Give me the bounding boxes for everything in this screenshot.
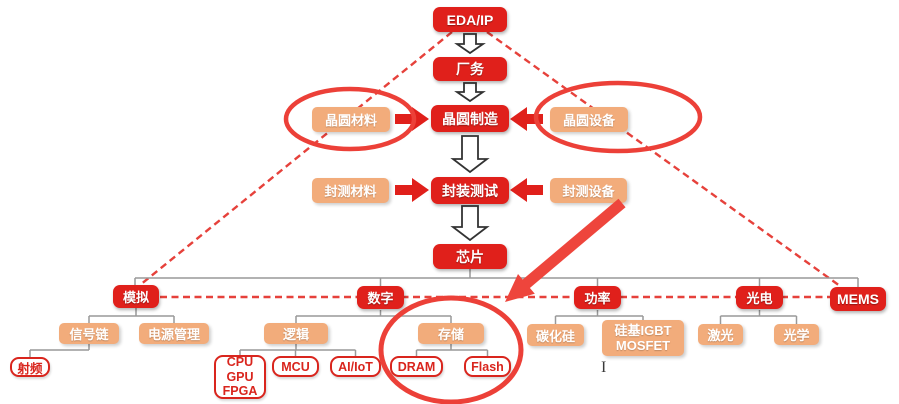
storage-children-connector: [415, 344, 489, 356]
node-packaging-material: 封测材料: [312, 178, 389, 203]
node-storage: 存储: [418, 323, 484, 344]
analog-children-connector: [88, 308, 175, 323]
node-mcu: MCU: [272, 356, 319, 377]
digital-children-connector: [295, 310, 452, 323]
node-si-igbt-mosfet: 硅基IGBT MOSFET: [602, 320, 684, 356]
node-flash: Flash: [464, 356, 511, 377]
down-arrow-icon: [454, 33, 486, 55]
highlight-ellipse-storage: [378, 295, 524, 404]
node-eda-ip: EDA/IP: [433, 7, 507, 32]
node-factory: 厂务: [433, 57, 507, 81]
node-signal-chain: 信号链: [59, 323, 119, 344]
down-arrow-icon: [454, 82, 486, 103]
node-power: 功率: [574, 286, 621, 309]
down-arrow-icon: [450, 205, 490, 242]
node-logic: 逻辑: [264, 323, 328, 344]
node-laser: 激光: [698, 324, 743, 345]
node-wafer-material: 晶圆材料: [312, 107, 390, 132]
node-rf: 射频: [10, 357, 50, 377]
node-ai-iot: AI/IoT: [330, 356, 381, 377]
node-chip: 芯片: [433, 244, 507, 269]
right-arrow-icon: [395, 107, 429, 131]
node-wafer-equipment: 晶圆设备: [550, 107, 628, 132]
node-dram: DRAM: [390, 356, 443, 377]
dashed-triangle-left-edge: [139, 31, 453, 286]
node-optics: 光学: [774, 324, 819, 345]
opto-children-connector: [719, 310, 798, 324]
signal-chain-to-rf-connector: [29, 344, 90, 357]
text-cursor: I: [601, 359, 607, 376]
right-arrow-icon: [395, 178, 429, 202]
node-packaging-equipment: 封测设备: [550, 178, 627, 203]
left-arrow-icon: [510, 107, 543, 131]
node-packaging-test: 封装测试: [431, 177, 509, 204]
chip-to-categories-connector: [134, 268, 859, 287]
node-digital: 数字: [357, 286, 404, 309]
node-analog: 模拟: [113, 285, 159, 308]
node-power-management: 电源管理: [139, 323, 209, 344]
node-opto: 光电: [736, 286, 783, 309]
left-arrow-icon: [510, 178, 543, 202]
dashed-triangle-right-edge: [486, 31, 841, 287]
node-wafer-fab: 晶圆制造: [431, 105, 509, 132]
node-cpu-gpu-fpga: CPU GPU FPGA: [214, 355, 266, 399]
down-arrow-icon: [450, 135, 490, 174]
node-sic: 碳化硅: [527, 324, 584, 346]
node-mems: MEMS: [830, 287, 886, 311]
